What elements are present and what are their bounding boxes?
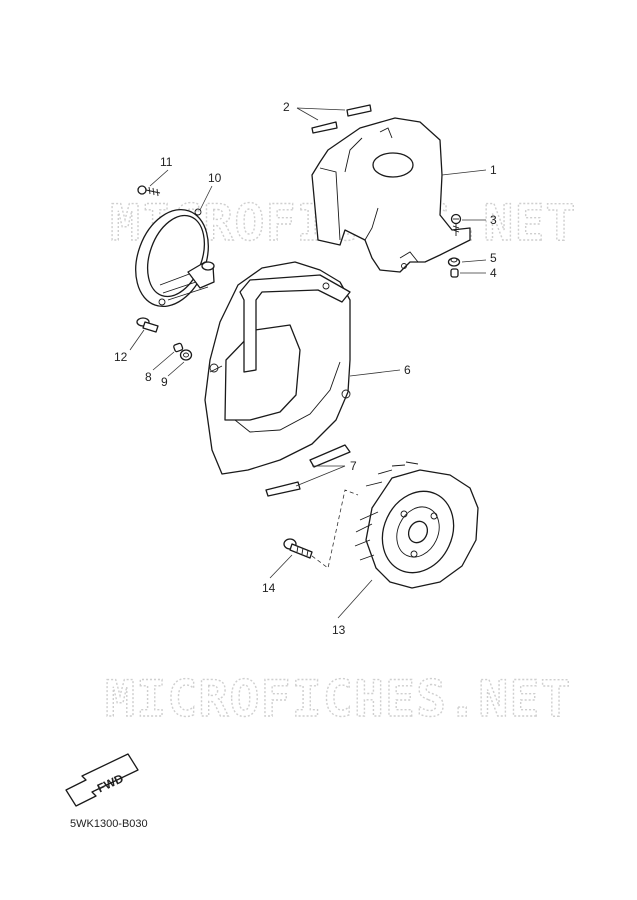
- part-1-shroud-cover: [311, 117, 471, 273]
- part-12-bolt: [136, 317, 159, 333]
- part-3-screw: [450, 213, 462, 236]
- part-4-collar: [450, 268, 459, 278]
- fwd-arrow-icon: FWD: [65, 753, 139, 807]
- callout-9: 9: [161, 375, 168, 389]
- part-11-screw: [137, 185, 161, 197]
- part-8-collar: [173, 342, 184, 353]
- callout-1: 1: [490, 163, 497, 177]
- callout-7: 7: [350, 459, 357, 473]
- leader-lines: [129, 107, 487, 619]
- callout-2: 2: [283, 100, 290, 114]
- callout-3: 3: [490, 213, 497, 227]
- callout-14: 14: [262, 581, 276, 595]
- part-13-cooling-fan: [354, 461, 479, 589]
- part-6-air-shroud: [204, 261, 351, 475]
- callout-5: 5: [490, 251, 497, 265]
- watermark-bottom: MICROFICHES.NET: [105, 670, 572, 728]
- callout-10: 10: [208, 171, 222, 185]
- callout-12: 12: [114, 350, 128, 364]
- part-5-grommet: [447, 257, 461, 267]
- callout-11: 11: [160, 155, 173, 169]
- callout-13: 13: [332, 623, 346, 637]
- part-14-bolt: [283, 538, 313, 559]
- diagram-code: 5WK1300-B030: [70, 818, 148, 830]
- callout-6: 6: [404, 363, 411, 377]
- part-7-seal-strips: [265, 444, 351, 497]
- part-9-grommet: [179, 349, 193, 361]
- callout-4: 4: [490, 266, 497, 280]
- callout-8: 8: [145, 370, 152, 384]
- part-10-fan-cover: [135, 208, 215, 308]
- part-2-seal-strips: [311, 104, 372, 134]
